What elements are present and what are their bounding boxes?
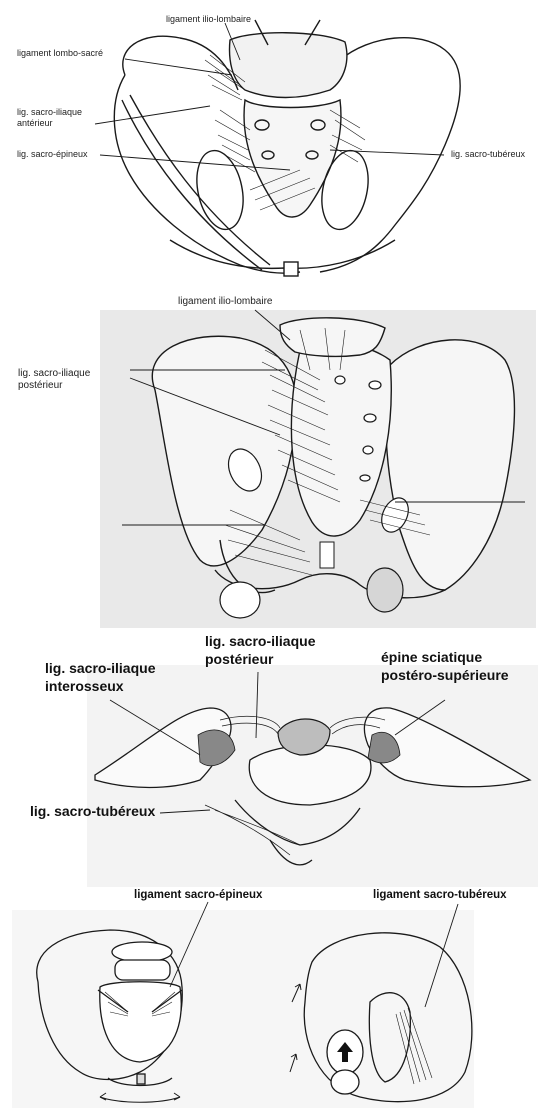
label-sacro-tubereux: lig. sacro-tubéreux <box>451 149 525 159</box>
label-sacro-epineux: lig. sacro-épineux <box>17 149 88 159</box>
label-sacro-iliaque-anterieur-line1: lig. sacro-iliaque <box>17 107 82 117</box>
label-section-interosseux-line1: lig. sacro-iliaque <box>45 660 155 676</box>
label-bottom-sacro-epineux: ligament sacro-épineux <box>134 889 262 902</box>
section-panel: lig. sacro-iliaque postérieur lig. sacro… <box>0 630 548 892</box>
anterior-pelvis-panel: ligament ilio-lombaire ligament lombo-sa… <box>0 0 548 290</box>
label-section-tubereux: lig. sacro-tubéreux <box>30 803 155 819</box>
anterior-pelvis-drawing <box>0 0 548 290</box>
label-lombo-sacre: ligament lombo-sacré <box>17 48 103 58</box>
label-sacro-iliaque-anterieur-line2: antérieur <box>17 118 53 128</box>
label-bottom-sacro-tubereux: ligament sacro-tubéreux <box>373 889 507 902</box>
leader-sacro-iliaque-anterieur <box>95 106 210 124</box>
bottom-panel: ligament sacro-épineux ligament sacro-tu… <box>0 892 548 1108</box>
label-section-posterieur-line2: postérieur <box>205 651 273 667</box>
label-ilio-lombaire-posterior: ligament ilio-lombaire <box>178 296 272 308</box>
label-section-epine-line1: épine sciatique <box>381 649 482 665</box>
label-section-posterieur-line1: lig. sacro-iliaque <box>205 633 315 649</box>
bottom-drawing <box>0 892 548 1108</box>
leader-sacro-tubereux <box>330 150 444 155</box>
posterior-pelvis-drawing <box>0 290 548 630</box>
label-sacro-iliaque-posterieur-line1: lig. sacro-iliaque <box>18 368 90 380</box>
label-section-interosseux-line2: interosseux <box>45 678 124 694</box>
posterior-pelvis-panel: ligament ilio-lombaire lig. sacro-iliaqu… <box>0 290 548 630</box>
label-section-epine-line2: postéro-supérieure <box>381 667 509 683</box>
leader-lombo-sacre <box>125 59 232 75</box>
label-sacro-iliaque-posterieur-line2: postérieur <box>18 380 62 392</box>
label-ilio-lombaire: ligament ilio-lombaire <box>166 14 251 24</box>
